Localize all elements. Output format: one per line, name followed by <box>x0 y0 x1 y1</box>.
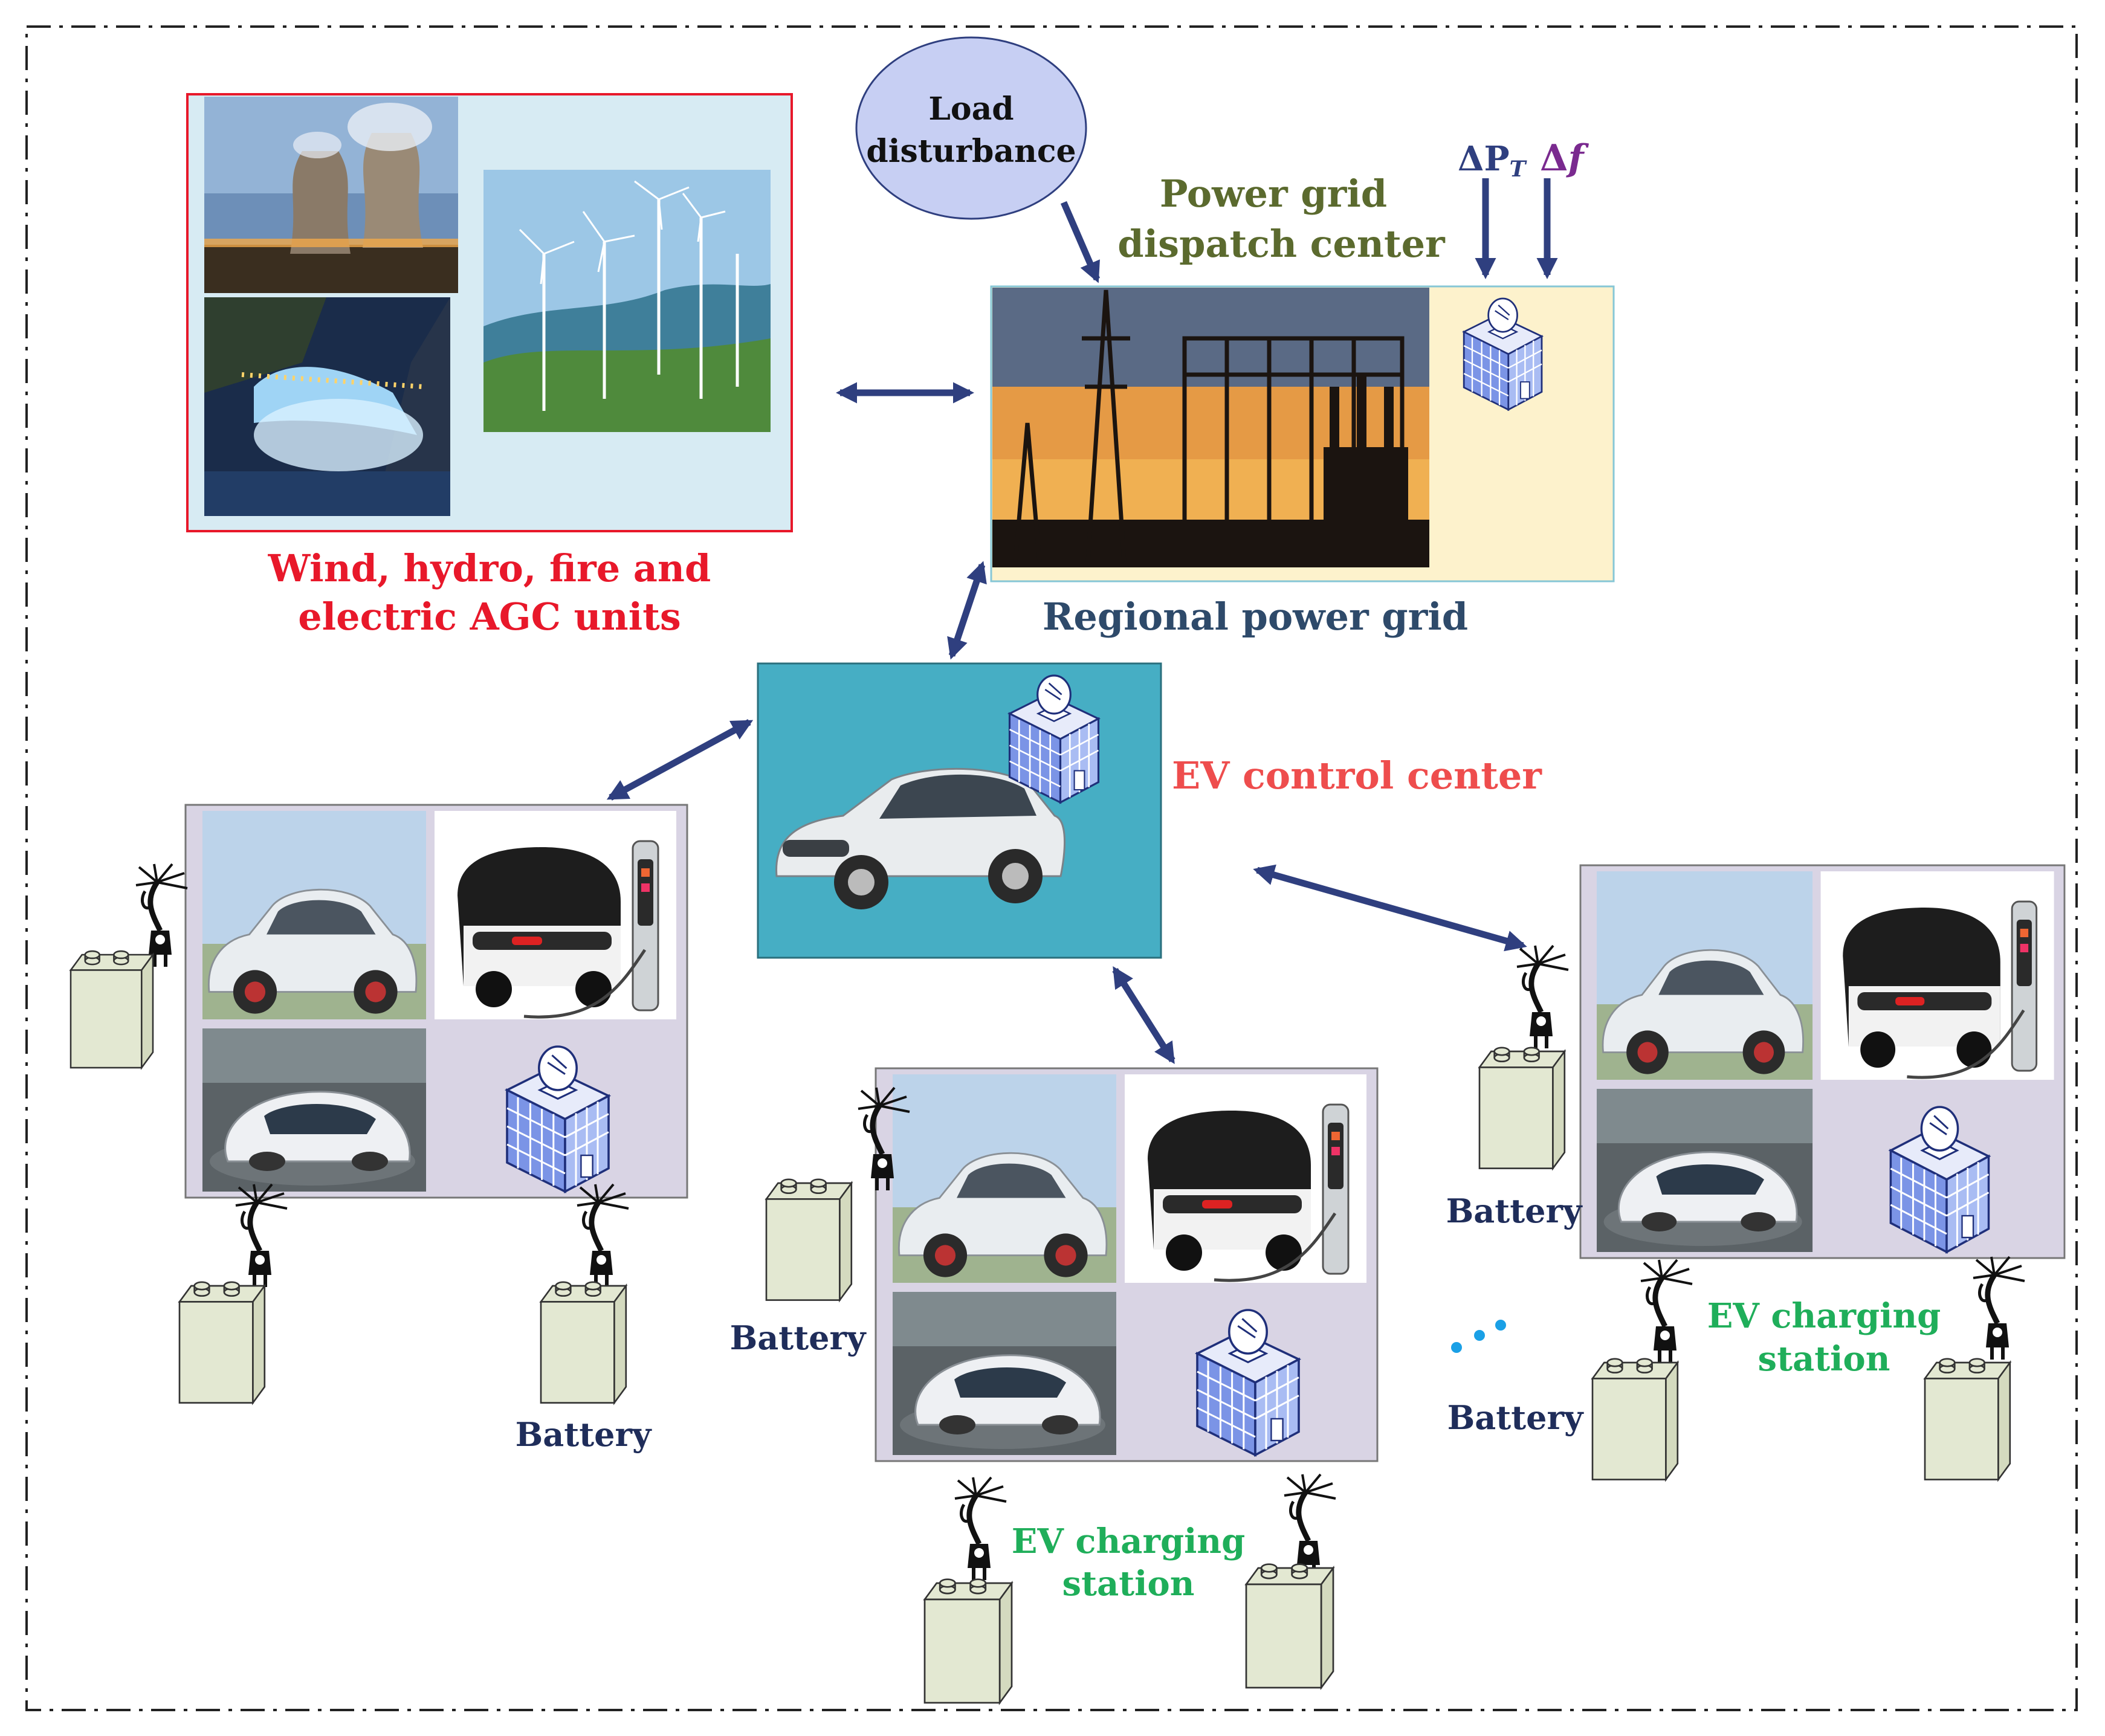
left-station-plug-1 <box>136 864 187 967</box>
outer-frame <box>25 25 2078 1711</box>
right-station-battery-2 <box>1591 1358 1679 1480</box>
agc-units-label-line2: electric AGC units <box>298 595 681 639</box>
right-station-plug-3 <box>1973 1257 2025 1360</box>
arrow-control-middle-station <box>1112 966 1175 1064</box>
left-station-plug-2 <box>236 1184 287 1287</box>
left-station-battery-label: Battery <box>516 1415 652 1454</box>
arrow-control-left-station <box>606 719 754 801</box>
delta-f-label: Δf <box>1540 137 1589 179</box>
ev-control-car-photo <box>775 767 1066 909</box>
hydro-dam-photo <box>204 297 450 516</box>
more-stations-ellipsis <box>1451 1320 1506 1353</box>
arrow-load-to-grid <box>1060 201 1101 283</box>
middle-station-battery-3 <box>1245 1563 1334 1689</box>
right-station-plug-1 <box>1517 946 1568 1048</box>
delta-pt-label: ΔPT <box>1458 139 1527 182</box>
left-station-plug-3 <box>577 1184 629 1287</box>
power-grid-photo <box>992 288 1429 567</box>
right-charging-station: Battery Battery EV charging station <box>1446 865 2065 1480</box>
middle-charging-station: Battery EV charging station <box>730 1068 1377 1704</box>
dispatch-center-label-line2: dispatch center <box>1117 222 1446 266</box>
cooling-towers-photo <box>204 97 458 293</box>
ev-control-center-label: EV control center <box>1172 753 1542 798</box>
left-charging-station: Battery <box>70 805 687 1454</box>
right-station-battery-3 <box>1924 1358 2011 1480</box>
middle-station-plug-3 <box>1284 1474 1336 1577</box>
middle-station-battery-1 <box>765 1178 853 1301</box>
ev-control-center-panel <box>757 662 1162 959</box>
middle-station-battery-2 <box>923 1578 1013 1704</box>
right-station-battery-label-1: Battery <box>1446 1192 1583 1230</box>
right-station-plug-2 <box>1641 1260 1692 1363</box>
right-station-label-line2: station <box>1758 1339 1890 1379</box>
right-station-label-line1: EV charging <box>1707 1296 1941 1336</box>
arrow-control-right-station <box>1253 864 1527 952</box>
left-station-battery-2 <box>178 1281 266 1404</box>
regional-grid-label: Regional power grid <box>1043 595 1468 639</box>
left-station-battery-1 <box>70 950 154 1069</box>
middle-station-label-line1: EV charging <box>1012 1521 1246 1561</box>
load-disturbance-label-line1: Load <box>928 91 1014 127</box>
regional-grid-panel <box>990 285 1615 582</box>
connection-arrows <box>606 178 1558 1064</box>
load-disturbance-label-line2: disturbance <box>866 133 1076 170</box>
right-station-battery-label-2: Battery <box>1447 1398 1584 1437</box>
dispatch-center-label-line1: Power grid <box>1160 172 1387 216</box>
agc-units-panel <box>186 93 793 532</box>
middle-station-battery-label: Battery <box>730 1318 867 1357</box>
middle-station-plug-2 <box>955 1477 1006 1580</box>
load-disturbance-node: Load disturbance <box>855 36 1087 220</box>
left-station-battery-3 <box>540 1281 627 1404</box>
wind-farm-photo <box>483 170 771 432</box>
arrow-grid-control <box>947 561 987 660</box>
middle-station-label-line2: station <box>1062 1564 1195 1604</box>
right-station-battery-1 <box>1478 1047 1566 1169</box>
agc-units-label-line1: Wind, hydro, fire and <box>268 546 711 590</box>
